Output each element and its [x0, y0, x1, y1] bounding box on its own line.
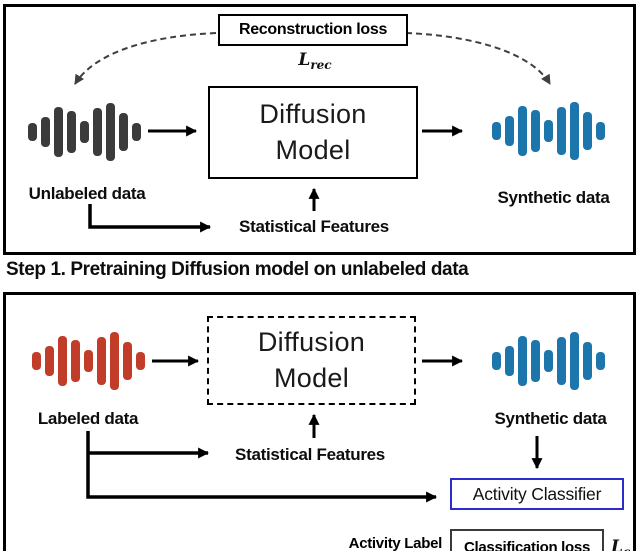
waveform-bar	[596, 122, 605, 140]
waveform-bar	[41, 117, 50, 147]
reconstruction-loss-box: Reconstruction loss	[218, 14, 408, 46]
labeled-data-waveform	[32, 331, 145, 391]
waveform-bar	[80, 121, 89, 143]
waveform-bar	[531, 110, 540, 152]
waveform-bar	[123, 342, 132, 380]
waveform-bar	[570, 102, 579, 160]
waveform-bar	[544, 120, 553, 142]
waveform-bar	[71, 340, 80, 382]
waveform-bar	[67, 111, 76, 153]
waveform-bar	[505, 346, 514, 376]
classification-loss-label: Classification loss	[463, 539, 590, 551]
activity-label-text: Activity Label	[348, 535, 443, 551]
labeled-data-label: Labeled data	[37, 409, 139, 428]
waveform-bar	[132, 123, 141, 141]
waveform-bar	[54, 107, 63, 157]
waveform-bar	[557, 337, 566, 385]
waveform-bar	[106, 103, 115, 161]
reconstruction-loss-symbol: Lrec	[298, 50, 332, 72]
waveform-bar	[570, 332, 579, 390]
unlabeled-data-label: Unlabeled data	[28, 184, 146, 203]
unlabeled-data-waveform	[28, 102, 141, 162]
waveform-bar	[492, 352, 501, 370]
waveform-bar	[136, 352, 145, 370]
synthetic-data-waveform-2	[492, 331, 605, 391]
waveform-bar	[583, 112, 592, 150]
step1-caption: Step 1. Pretraining Diffusion model on u…	[6, 259, 469, 280]
waveform-bar	[505, 116, 514, 146]
activity-classifier-box: Activity Classifier	[450, 478, 624, 510]
classification-loss-symbol: Lc	[611, 537, 630, 551]
waveform-bar	[45, 346, 54, 376]
diffusion-model-line2: Model	[275, 134, 351, 165]
reconstruction-loss-label: Reconstruction loss	[238, 21, 388, 38]
synthetic-data-label-2: Synthetic data	[494, 409, 607, 428]
waveform-bar	[58, 336, 67, 386]
diffusion-model-line1: Diffusion	[257, 326, 366, 357]
waveform-bar	[557, 107, 566, 155]
waveform-bar	[97, 337, 106, 385]
synthetic-data-waveform	[492, 101, 605, 161]
waveform-bar	[531, 340, 540, 382]
diffusion-model-box: Diffusion Model	[208, 86, 418, 179]
waveform-bar	[492, 122, 501, 140]
activity-classifier-label: Activity Classifier	[472, 483, 602, 504]
waveform-bar	[544, 350, 553, 372]
classification-loss-box: Classification loss	[450, 529, 604, 551]
waveform-bar	[93, 108, 102, 156]
waveform-bar	[583, 342, 592, 380]
waveform-bar	[110, 332, 119, 390]
waveform-bar	[28, 123, 37, 141]
waveform-bar	[596, 352, 605, 370]
waveform-bar	[119, 113, 128, 151]
diffusion-model-dashed-box: Diffusion Model	[207, 316, 416, 405]
waveform-bar	[84, 350, 93, 372]
statistical-features-label: Statistical Features	[239, 217, 389, 236]
waveform-bar	[518, 336, 527, 386]
waveform-bar	[518, 106, 527, 156]
waveform-bar	[32, 352, 41, 370]
diffusion-model-line1: Diffusion	[259, 98, 367, 129]
diffusion-model-line2: Model	[273, 362, 350, 393]
statistical-features-label-2: Statistical Features	[235, 445, 385, 464]
synthetic-data-label: Synthetic data	[497, 188, 610, 207]
